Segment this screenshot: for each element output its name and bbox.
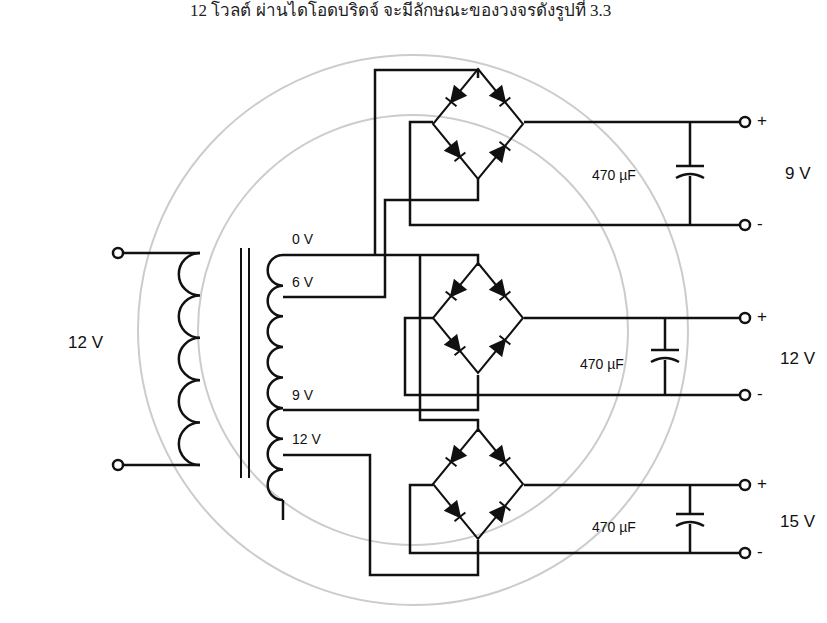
diode-bar xyxy=(455,346,466,355)
terminal-sign: + xyxy=(757,112,767,131)
tap-label: 9 V xyxy=(292,388,313,403)
wire-12v xyxy=(283,455,478,575)
terminal-sign: + xyxy=(757,475,767,494)
tap-label: 6 V xyxy=(292,275,313,290)
diode-symbol xyxy=(446,142,460,157)
capacitor xyxy=(651,318,679,395)
voltage-label: 12 V xyxy=(68,334,103,353)
output-voltage: 12 V xyxy=(780,350,815,369)
watermark-seal xyxy=(138,55,688,605)
terminal xyxy=(740,480,750,490)
diode-symbol xyxy=(491,447,505,462)
page-heading: 12 โวลต์ ผ่านไดโอดบริดจ์ จะมีลักษณะของวง… xyxy=(190,2,611,21)
wire-0v xyxy=(283,70,478,432)
diode-symbol xyxy=(491,340,505,355)
capacitor xyxy=(676,174,704,178)
output-15v xyxy=(410,485,740,553)
capacitor xyxy=(651,358,679,362)
capacitor-value: 470 µF xyxy=(592,520,636,535)
capacitor-value: 470 µF xyxy=(580,357,624,372)
output-12v xyxy=(405,318,740,395)
diode-symbol xyxy=(491,281,505,296)
diode-symbol xyxy=(446,502,460,517)
secondary-winding xyxy=(268,255,283,500)
terminal-sign: - xyxy=(757,385,763,404)
capacitor xyxy=(676,485,704,553)
terminal xyxy=(740,390,750,400)
diode-symbol xyxy=(451,447,465,462)
terminal xyxy=(740,220,750,230)
wire-6v xyxy=(283,178,478,297)
diode-symbol xyxy=(491,506,505,521)
diode-symbol xyxy=(451,87,465,102)
diode-bar xyxy=(455,512,466,521)
diode-bar xyxy=(500,291,511,300)
output-voltage: 9 V xyxy=(785,165,811,184)
transformer-core xyxy=(241,248,249,478)
diode-bridges xyxy=(433,69,523,539)
tap-label: 12 V xyxy=(292,432,321,447)
output-voltage: 15 V xyxy=(780,513,815,532)
capacitor-value: 470 µF xyxy=(592,168,636,183)
diode-bridge xyxy=(433,263,523,373)
diode-symbol xyxy=(491,146,505,161)
diode-bar xyxy=(500,142,511,151)
diode-bar xyxy=(500,97,511,106)
terminal xyxy=(740,313,750,323)
terminal-sign: - xyxy=(757,543,763,562)
diode-bridge xyxy=(433,69,523,179)
terminal xyxy=(740,548,750,558)
terminal-sign: + xyxy=(757,308,767,327)
wire-9v xyxy=(283,375,478,410)
terminal xyxy=(113,248,123,258)
diode-bar xyxy=(500,502,511,511)
terminal xyxy=(113,460,123,470)
diode-bar xyxy=(446,291,457,300)
capacitor xyxy=(676,122,704,225)
diode-symbol xyxy=(451,281,465,296)
diode-bar xyxy=(455,152,466,161)
diode-bar xyxy=(500,336,511,345)
output-9v xyxy=(410,122,740,225)
diode-bridge xyxy=(433,429,523,539)
diode-symbol xyxy=(491,87,505,102)
secondary-end xyxy=(282,500,285,520)
primary-winding xyxy=(179,253,200,465)
primary-lead xyxy=(123,253,200,465)
diode-bar xyxy=(446,457,457,466)
terminal xyxy=(740,117,750,127)
capacitor xyxy=(676,522,704,526)
diode-symbol xyxy=(446,336,460,351)
diode-bar xyxy=(500,457,511,466)
tap-label: 0 V xyxy=(292,232,313,247)
terminal-sign: - xyxy=(757,215,763,234)
diode-bar xyxy=(446,97,457,106)
transformer-windings xyxy=(179,253,283,520)
wires xyxy=(113,70,750,575)
